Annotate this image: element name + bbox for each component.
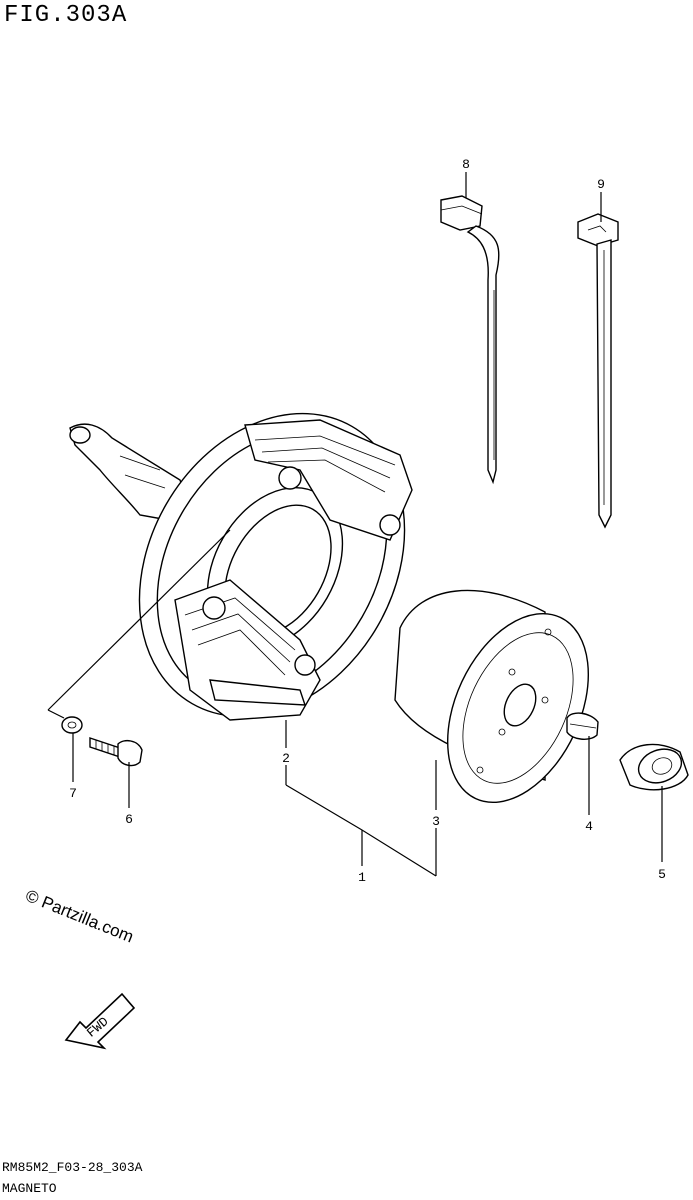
figure-title: FIG.303A — [4, 2, 128, 29]
cable-tie-part-9[interactable] — [577, 213, 619, 529]
section-name: MAGNETO — [2, 1181, 57, 1196]
cable-tie-part-8[interactable] — [440, 195, 500, 485]
callout-6[interactable]: 6 — [125, 812, 133, 827]
fwd-arrow-icon: FWD — [64, 992, 136, 1050]
callout-9[interactable]: 9 — [597, 177, 605, 192]
bolt-part-6[interactable] — [89, 737, 143, 767]
key-part-4[interactable] — [566, 712, 599, 740]
callout-2[interactable]: 2 — [282, 751, 290, 766]
nut-part-5[interactable] — [619, 743, 689, 791]
model-code: RM85M2_F03-28_303A — [2, 1160, 143, 1175]
callout-7[interactable]: 7 — [69, 786, 77, 801]
callout-1[interactable]: 1 — [358, 870, 366, 885]
callout-5[interactable]: 5 — [658, 867, 666, 882]
callout-4[interactable]: 4 — [585, 819, 593, 834]
callout-3[interactable]: 3 — [432, 814, 440, 829]
rotor-part-3[interactable] — [394, 589, 616, 824]
callout-8[interactable]: 8 — [462, 157, 470, 172]
leader-lines — [47, 172, 663, 877]
washer-part-7[interactable] — [61, 716, 83, 734]
stator-part-2[interactable] — [69, 365, 458, 764]
